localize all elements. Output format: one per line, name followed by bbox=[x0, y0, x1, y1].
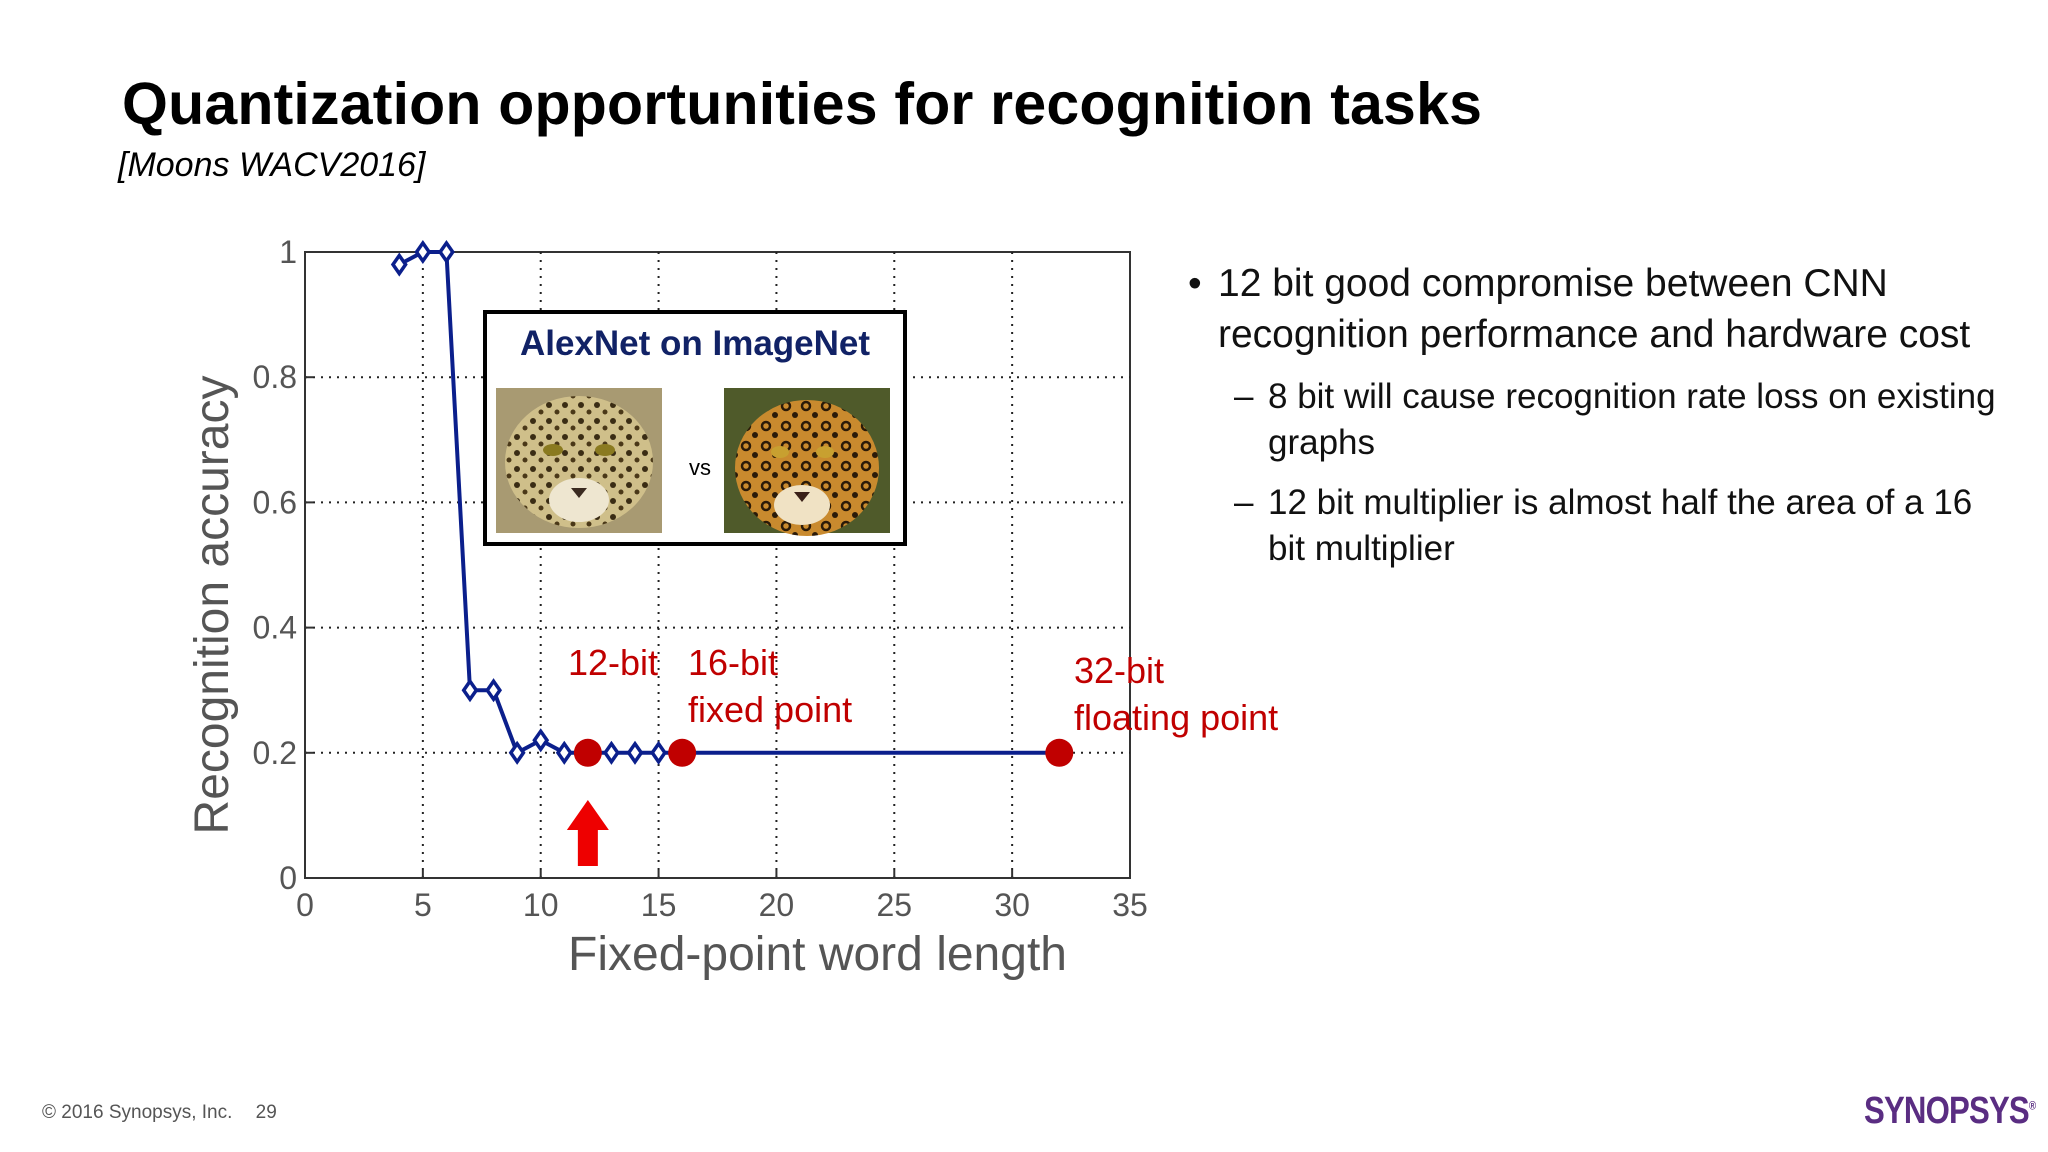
bullet-dot-icon: • bbox=[1188, 262, 1202, 305]
x-tick-label: 5 bbox=[414, 887, 432, 923]
slide-subtitle: [Moons WACV2016] bbox=[118, 146, 426, 184]
highlight-label: 16-bit bbox=[688, 642, 778, 683]
bullet-list: • 12 bit good compromise between CNN rec… bbox=[1188, 258, 2018, 572]
jaguar-eye bbox=[771, 446, 789, 458]
leopard-face bbox=[505, 396, 653, 528]
jaguar-face bbox=[735, 400, 879, 536]
x-tick-label: 10 bbox=[523, 887, 559, 923]
y-tick-label: 1 bbox=[279, 234, 297, 270]
y-tick-label: 0.8 bbox=[253, 359, 297, 395]
data-point bbox=[461, 678, 479, 703]
data-point bbox=[532, 728, 550, 753]
x-tick-label: 20 bbox=[759, 887, 795, 923]
dash-icon: – bbox=[1234, 483, 1254, 522]
page-number: 29 bbox=[255, 1102, 277, 1123]
x-tick-label: 35 bbox=[1112, 887, 1148, 923]
sub-bullet-text: 12 bit multiplier is almost half the are… bbox=[1268, 483, 1973, 568]
copyright: © 2016 Synopsys, Inc. bbox=[42, 1102, 233, 1123]
jaguar-eye bbox=[816, 446, 834, 458]
highlight-point bbox=[1045, 738, 1074, 767]
y-tick-label: 0 bbox=[279, 860, 297, 896]
data-point bbox=[414, 239, 432, 265]
sub-bullet-item: – 12 bit multiplier is almost half the a… bbox=[1234, 480, 2018, 572]
bullet-text: 12 bit good compromise between CNN recog… bbox=[1218, 262, 1971, 356]
x-tick-label: 25 bbox=[876, 887, 912, 923]
dash-icon: – bbox=[1234, 377, 1254, 416]
x-tick-label: 15 bbox=[641, 887, 677, 923]
x-tick-label: 0 bbox=[296, 887, 314, 923]
sub-bullet-text: 8 bit will cause recognition rate loss o… bbox=[1268, 377, 1996, 462]
y-tick-label: 0.2 bbox=[253, 735, 297, 771]
data-point bbox=[602, 740, 620, 765]
synopsys-logo: SYNOPSYS® bbox=[1864, 1090, 2036, 1132]
leopard-image bbox=[496, 388, 662, 533]
highlight-point bbox=[573, 738, 602, 767]
data-point bbox=[437, 239, 455, 265]
inset-title: AlexNet on ImageNet bbox=[520, 324, 870, 363]
x-axis-label: Fixed-point word length bbox=[568, 928, 1067, 981]
data-point bbox=[626, 740, 644, 765]
highlight-label: 12-bit bbox=[568, 642, 658, 683]
jaguar-nose bbox=[794, 492, 810, 502]
bullet-item: • 12 bit good compromise between CNN rec… bbox=[1188, 258, 2018, 360]
y-axis-label: Recognition accuracy bbox=[186, 376, 239, 835]
x-tick-label: 30 bbox=[994, 887, 1030, 923]
data-point bbox=[390, 252, 408, 277]
data-point bbox=[485, 678, 503, 703]
leopard-eye bbox=[543, 444, 563, 456]
highlight-label: floating point bbox=[1074, 697, 1278, 738]
y-tick-label: 0.6 bbox=[253, 484, 297, 520]
data-point bbox=[508, 740, 526, 765]
highlight-label: 32-bit bbox=[1074, 650, 1164, 691]
y-tick-label: 0.4 bbox=[253, 610, 297, 646]
jaguar-muzzle bbox=[774, 485, 830, 525]
inset-vs-label: vs bbox=[689, 455, 711, 480]
footer: © 2016 Synopsys, Inc. 29 bbox=[42, 1102, 295, 1124]
logo-text: SYNOPSYS bbox=[1864, 1090, 2030, 1132]
data-point bbox=[650, 740, 668, 765]
slide-title: Quantization opportunities for recogniti… bbox=[122, 71, 1483, 137]
accuracy-chart: 0 5 10 15 20 25 30 35 0 0.2 0.4 0.6 0.8 1Fixed-point … bbox=[186, 234, 1278, 981]
leopard-eye bbox=[595, 444, 615, 456]
highlight-label: fixed point bbox=[688, 689, 852, 730]
sub-bullet-item: – 8 bit will cause recognition rate loss… bbox=[1234, 374, 2018, 466]
highlight-point bbox=[668, 738, 697, 767]
leopard-muzzle bbox=[549, 478, 609, 522]
leopard-nose bbox=[571, 488, 587, 498]
jaguar-image bbox=[724, 388, 890, 536]
up-arrow-icon bbox=[566, 800, 609, 866]
data-point bbox=[555, 740, 573, 765]
